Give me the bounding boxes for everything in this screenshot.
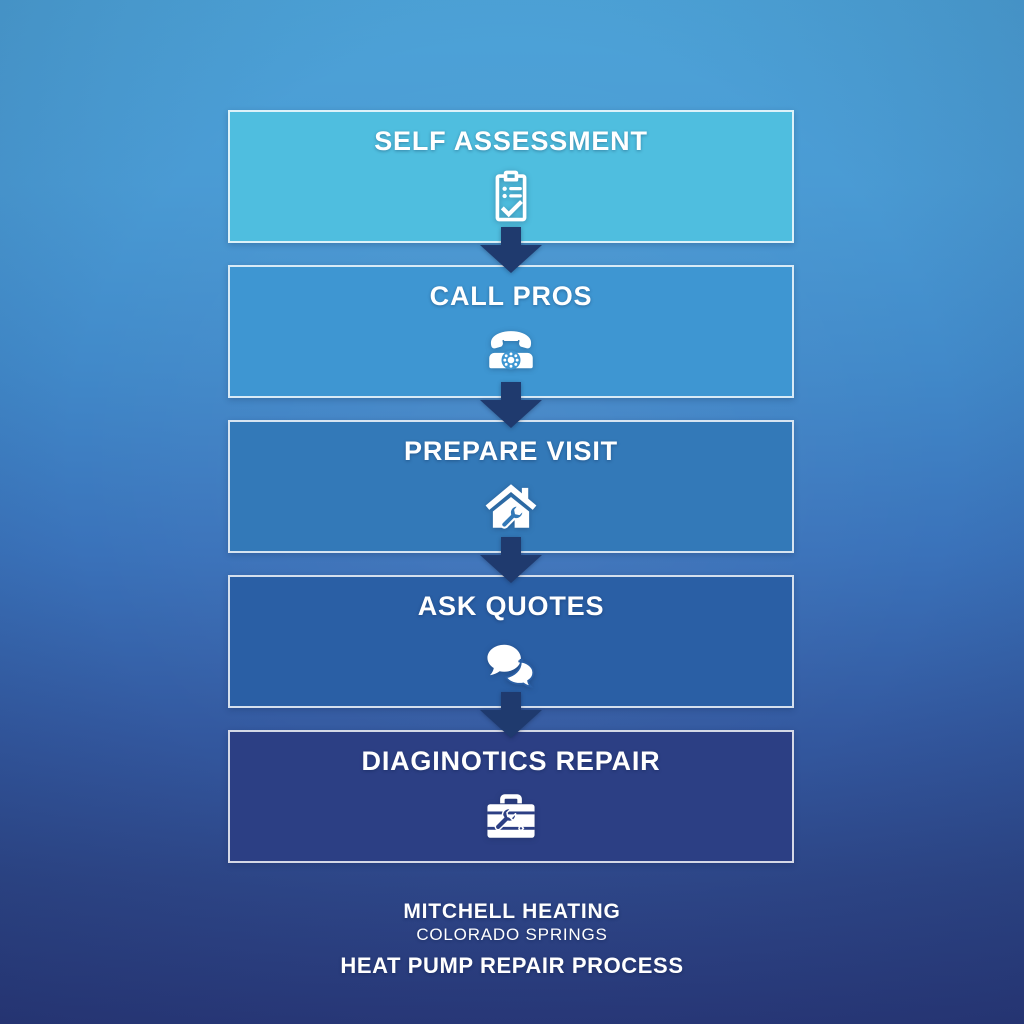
- flow-step-label: SELF ASSESSMENT: [374, 126, 648, 156]
- flow-step-label: DIAGINOTICS REPAIR: [361, 746, 661, 776]
- flow-arrow-4: [480, 692, 542, 738]
- flow-step-ask-quotes[interactable]: ASK QUOTES: [228, 575, 794, 738]
- flow-step-call-pros[interactable]: CALL PROS: [228, 265, 794, 428]
- flow-arrow-2: [480, 382, 542, 428]
- flow-step-label: ASK QUOTES: [417, 591, 605, 621]
- poster-footer: MITCHELL HEATING COLORADO SPRINGS HEAT P…: [0, 900, 1024, 980]
- process-flow: SELF ASSESSMENT CALL PROS: [228, 110, 794, 863]
- house-wrench-icon: [482, 477, 540, 535]
- company-city: COLORADO SPRINGS: [416, 925, 608, 945]
- speech-bubbles-icon: [482, 632, 540, 690]
- flow-step-self-assessment[interactable]: SELF ASSESSMENT: [228, 110, 794, 273]
- flow-arrow-3: [480, 537, 542, 583]
- flow-step-label: PREPARE VISIT: [404, 436, 618, 466]
- flow-step-label: CALL PROS: [429, 281, 593, 311]
- clipboard-check-icon: [482, 167, 540, 225]
- company-name: MITCHELL HEATING: [403, 900, 621, 923]
- process-title: HEAT PUMP REPAIR PROCESS: [340, 953, 684, 979]
- toolbox-icon: [482, 787, 540, 845]
- flow-step-diagnostics-repair[interactable]: DIAGINOTICS REPAIR: [228, 730, 794, 863]
- flow-step-prepare-visit[interactable]: PREPARE VISIT: [228, 420, 794, 583]
- flow-arrow-1: [480, 227, 542, 273]
- telephone-icon: [482, 322, 540, 380]
